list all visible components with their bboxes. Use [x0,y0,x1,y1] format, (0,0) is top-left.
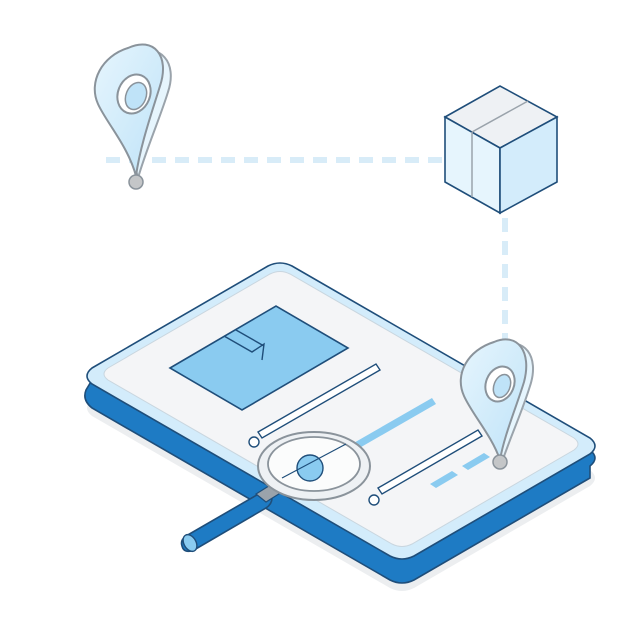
magnifying-glass-icon [180,431,371,553]
document-bookmark-icon [168,305,350,411]
package-box-icon [443,85,559,215]
route-path [106,157,508,345]
origin-pin-icon [93,43,172,190]
destination-pin-icon [459,338,535,470]
screen-content-lines [248,363,490,506]
tablet-device [84,262,596,591]
